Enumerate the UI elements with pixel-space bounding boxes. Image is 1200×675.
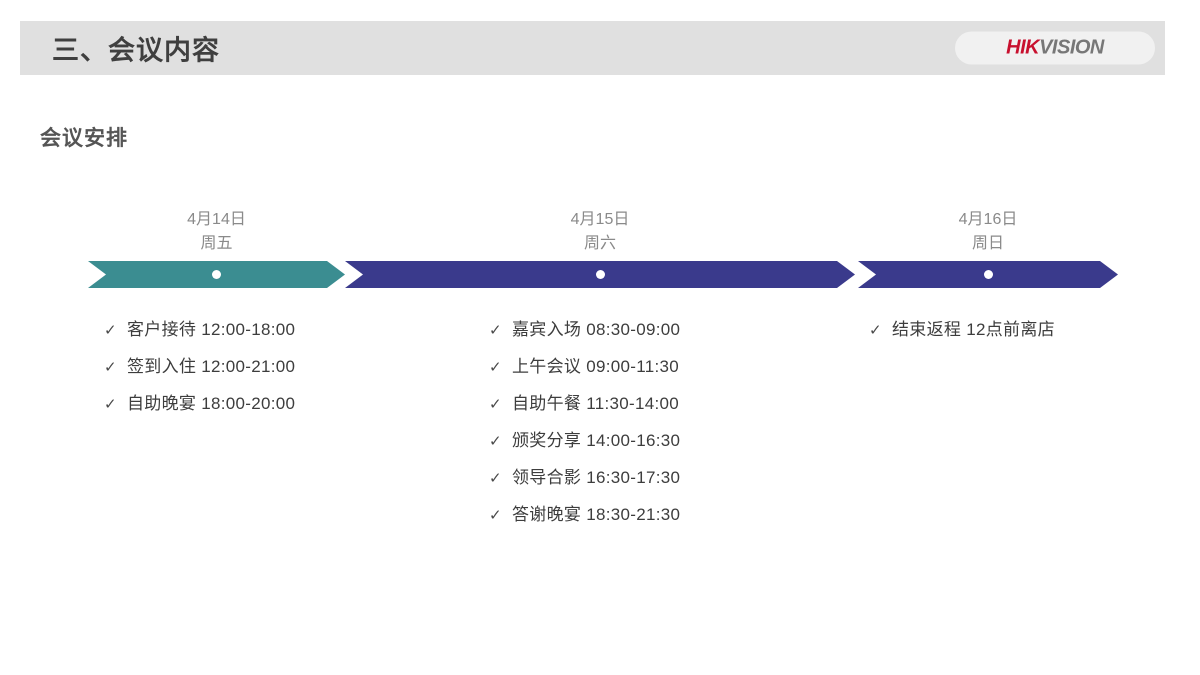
list-item-label: 结束返程 12点前离店 — [892, 320, 1055, 339]
check-icon: ✓ — [489, 507, 502, 524]
date-text-day2: 4月15日 — [570, 211, 630, 228]
list-item-label: 领导合影 16:30-17:30 — [512, 468, 681, 487]
header-band: 三、会议内容 HIKVISION — [20, 21, 1165, 75]
list-item-label: 自助晚宴 18:00-20:00 — [127, 394, 296, 413]
list-item: ✓ 自助午餐 11:30-14:00 — [489, 386, 680, 423]
timeline-arrow-day2[interactable] — [345, 261, 855, 288]
check-icon: ✓ — [489, 359, 502, 376]
check-icon: ✓ — [489, 470, 502, 487]
list-item-label: 答谢晚宴 18:30-21:30 — [512, 505, 681, 524]
weekday-text-day1: 周五 — [200, 235, 233, 252]
list-item-label: 嘉宾入场 08:30-09:00 — [512, 320, 681, 339]
weekday-text-day2: 周六 — [583, 235, 616, 252]
date-label-day2: 4月15日 周六 — [345, 208, 855, 256]
list-item-label: 签到入住 12:00-21:00 — [127, 357, 296, 376]
list-item: ✓ 领导合影 16:30-17:30 — [489, 460, 680, 497]
timeline-arrow-day1[interactable] — [88, 261, 345, 288]
check-icon: ✓ — [489, 396, 502, 413]
hikvision-logo: HIKVISION — [955, 31, 1155, 65]
date-label-day1: 4月14日 周五 — [88, 208, 345, 256]
date-text-day3: 4月16日 — [958, 211, 1018, 228]
list-item: ✓ 结束返程 12点前离店 — [869, 312, 1055, 349]
date-text-day1: 4月14日 — [187, 211, 246, 228]
logo-wordmark: HIKVISION — [1006, 37, 1104, 60]
list-item: ✓ 上午会议 09:00-11:30 — [489, 349, 680, 386]
list-item: ✓ 颁奖分享 14:00-16:30 — [489, 423, 680, 460]
check-icon: ✓ — [489, 322, 502, 339]
check-icon: ✓ — [104, 322, 117, 339]
list-item-label: 颁奖分享 14:00-16:30 — [512, 431, 681, 450]
timeline-marker-day1 — [212, 270, 221, 279]
list-item: ✓ 嘉宾入场 08:30-09:00 — [489, 312, 680, 349]
list-item-label: 客户接待 12:00-18:00 — [127, 320, 296, 339]
timeline-marker-day2 — [595, 270, 605, 279]
timeline-arrow-day3[interactable] — [858, 261, 1118, 288]
logo-hik-text: HIK — [1006, 36, 1040, 59]
list-item-label: 自助午餐 11:30-14:00 — [512, 394, 680, 413]
section-subtitle: 会议安排 — [40, 127, 128, 150]
weekday-text-day3: 周日 — [971, 235, 1004, 252]
list-item: ✓ 签到入住 12:00-21:00 — [104, 349, 295, 386]
schedule-column-day3: ✓ 结束返程 12点前离店 — [869, 312, 1055, 349]
list-item: ✓ 自助晚宴 18:00-20:00 — [104, 386, 295, 423]
check-icon: ✓ — [104, 359, 117, 376]
logo-vision-text: VISION — [1039, 36, 1104, 59]
schedule-column-day2: ✓ 嘉宾入场 08:30-09:00 ✓ 上午会议 09:00-11:30 ✓ … — [489, 312, 680, 534]
page-title: 三、会议内容 — [52, 35, 220, 66]
schedule-column-day1: ✓ 客户接待 12:00-18:00 ✓ 签到入住 12:00-21:00 ✓ … — [104, 312, 295, 423]
check-icon: ✓ — [489, 433, 502, 450]
check-icon: ✓ — [104, 396, 117, 413]
list-item: ✓ 客户接待 12:00-18:00 — [104, 312, 295, 349]
list-item: ✓ 答谢晚宴 18:30-21:30 — [489, 497, 680, 534]
list-item-label: 上午会议 09:00-11:30 — [512, 357, 680, 376]
timeline-marker-day3 — [983, 270, 993, 279]
check-icon: ✓ — [869, 322, 882, 339]
date-label-day3: 4月16日 周日 — [858, 208, 1118, 256]
